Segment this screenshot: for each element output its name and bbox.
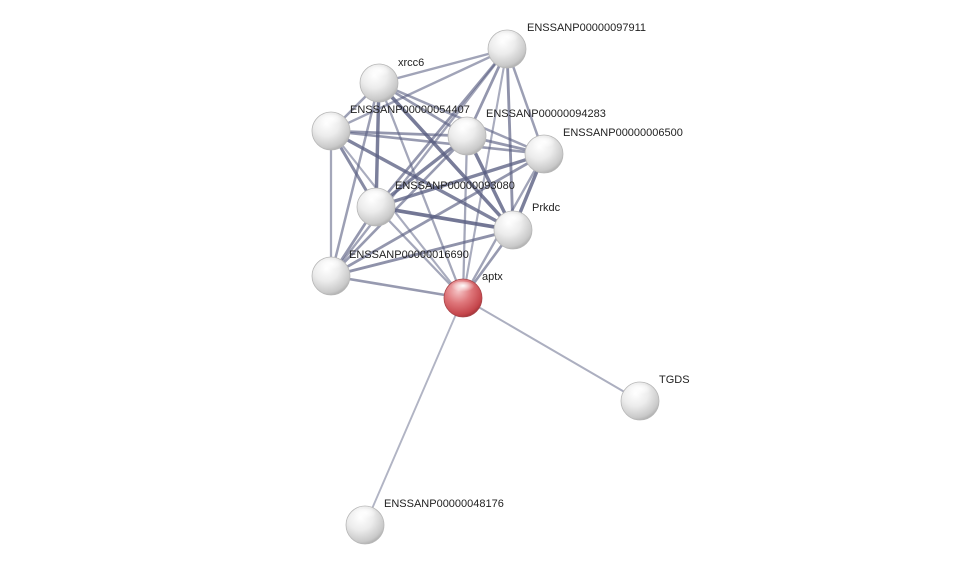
edge-ENSSANP00000006500-ENSSANP00000093080[interactable]: [374, 152, 546, 209]
node-label-ENSSANP00000094283: ENSSANP00000094283: [486, 108, 606, 120]
node-highlight: [451, 281, 475, 294]
node-highlight: [367, 66, 391, 79]
node-label-Prkdc: Prkdc: [532, 202, 561, 214]
nodes-layer: ENSSANP00000097911 xrcc6ENSSANP0000005440…: [311, 22, 690, 545]
edge-ENSSANP00000054407-ENSSANP00000094283[interactable]: [329, 129, 469, 138]
edge-aptx-TGDS[interactable]: [461, 296, 642, 403]
node-label-ENSSANP00000097911: ENSSANP00000097911: [527, 22, 646, 34]
edge-ENSSANP00000054407-ENSSANP00000006500[interactable]: [329, 129, 546, 156]
node-ENSSANP00000048176[interactable]: ENSSANP00000048176: [345, 498, 504, 545]
edge-ENSSANP00000093080-Prkdc[interactable]: [374, 205, 515, 232]
edge-ENSSANP00000094283-ENSSANP00000016690[interactable]: [329, 134, 469, 278]
node-label-xrcc6: xrcc6: [398, 57, 424, 69]
edge-xrcc6-ENSSANP00000093080[interactable]: [374, 81, 381, 209]
node-highlight: [364, 190, 388, 203]
node-ENSSANP00000093080[interactable]: ENSSANP00000093080: [356, 180, 515, 227]
node-ENSSANP00000054407[interactable]: ENSSANP00000054407: [311, 104, 470, 151]
node-xrcc6[interactable]: xrcc6: [359, 57, 424, 103]
edge-ENSSANP00000094283-aptx[interactable]: [461, 134, 469, 300]
edges-layer: [329, 47, 642, 526]
edge-ENSSANP00000016690-aptx[interactable]: [329, 274, 465, 300]
node-Prkdc[interactable]: Prkdc: [493, 202, 561, 250]
edge-ENSSANP00000054407-aptx[interactable]: [329, 129, 465, 300]
edge-ENSSANP00000006500-ENSSANP00000016690[interactable]: [329, 152, 546, 278]
edge-xrcc6-ENSSANP00000016690[interactable]: [329, 81, 381, 278]
node-highlight: [501, 213, 525, 226]
node-highlight: [495, 32, 519, 45]
node-highlight: [628, 384, 652, 397]
node-label-ENSSANP00000006500: ENSSANP00000006500: [563, 127, 683, 139]
node-ENSSANP00000006500[interactable]: ENSSANP00000006500: [524, 127, 683, 174]
edge-aptx-ENSSANP00000048176[interactable]: [364, 297, 464, 526]
node-highlight: [319, 114, 343, 127]
node-label-ENSSANP00000054407: ENSSANP00000054407: [350, 104, 470, 116]
node-ENSSANP00000094283[interactable]: ENSSANP00000094283: [447, 108, 606, 156]
edge-ENSSANP00000097911-xrcc6[interactable]: [377, 47, 509, 85]
node-label-aptx: aptx: [482, 271, 503, 283]
edge-xrcc6-aptx[interactable]: [377, 81, 465, 300]
node-aptx[interactable]: aptx: [443, 271, 503, 318]
node-highlight: [532, 137, 556, 150]
node-highlight: [455, 119, 479, 132]
node-label-ENSSANP00000016690: ENSSANP00000016690: [349, 249, 469, 261]
node-highlight: [319, 259, 343, 272]
node-label-ENSSANP00000048176: ENSSANP00000048176: [384, 498, 504, 510]
node-label-TGDS: TGDS: [659, 374, 690, 386]
node-ENSSANP00000016690[interactable]: ENSSANP00000016690: [311, 249, 469, 296]
node-TGDS[interactable]: TGDS: [620, 374, 690, 421]
node-ENSSANP00000097911[interactable]: ENSSANP00000097911: [487, 22, 646, 69]
node-label-ENSSANP00000093080: ENSSANP00000093080: [395, 180, 515, 192]
edge-Prkdc-ENSSANP00000016690[interactable]: [329, 228, 515, 278]
edge-ENSSANP00000097911-ENSSANP00000054407[interactable]: [329, 47, 509, 133]
node-highlight: [353, 508, 377, 521]
edge-ENSSANP00000097911-ENSSANP00000016690[interactable]: [329, 47, 509, 278]
